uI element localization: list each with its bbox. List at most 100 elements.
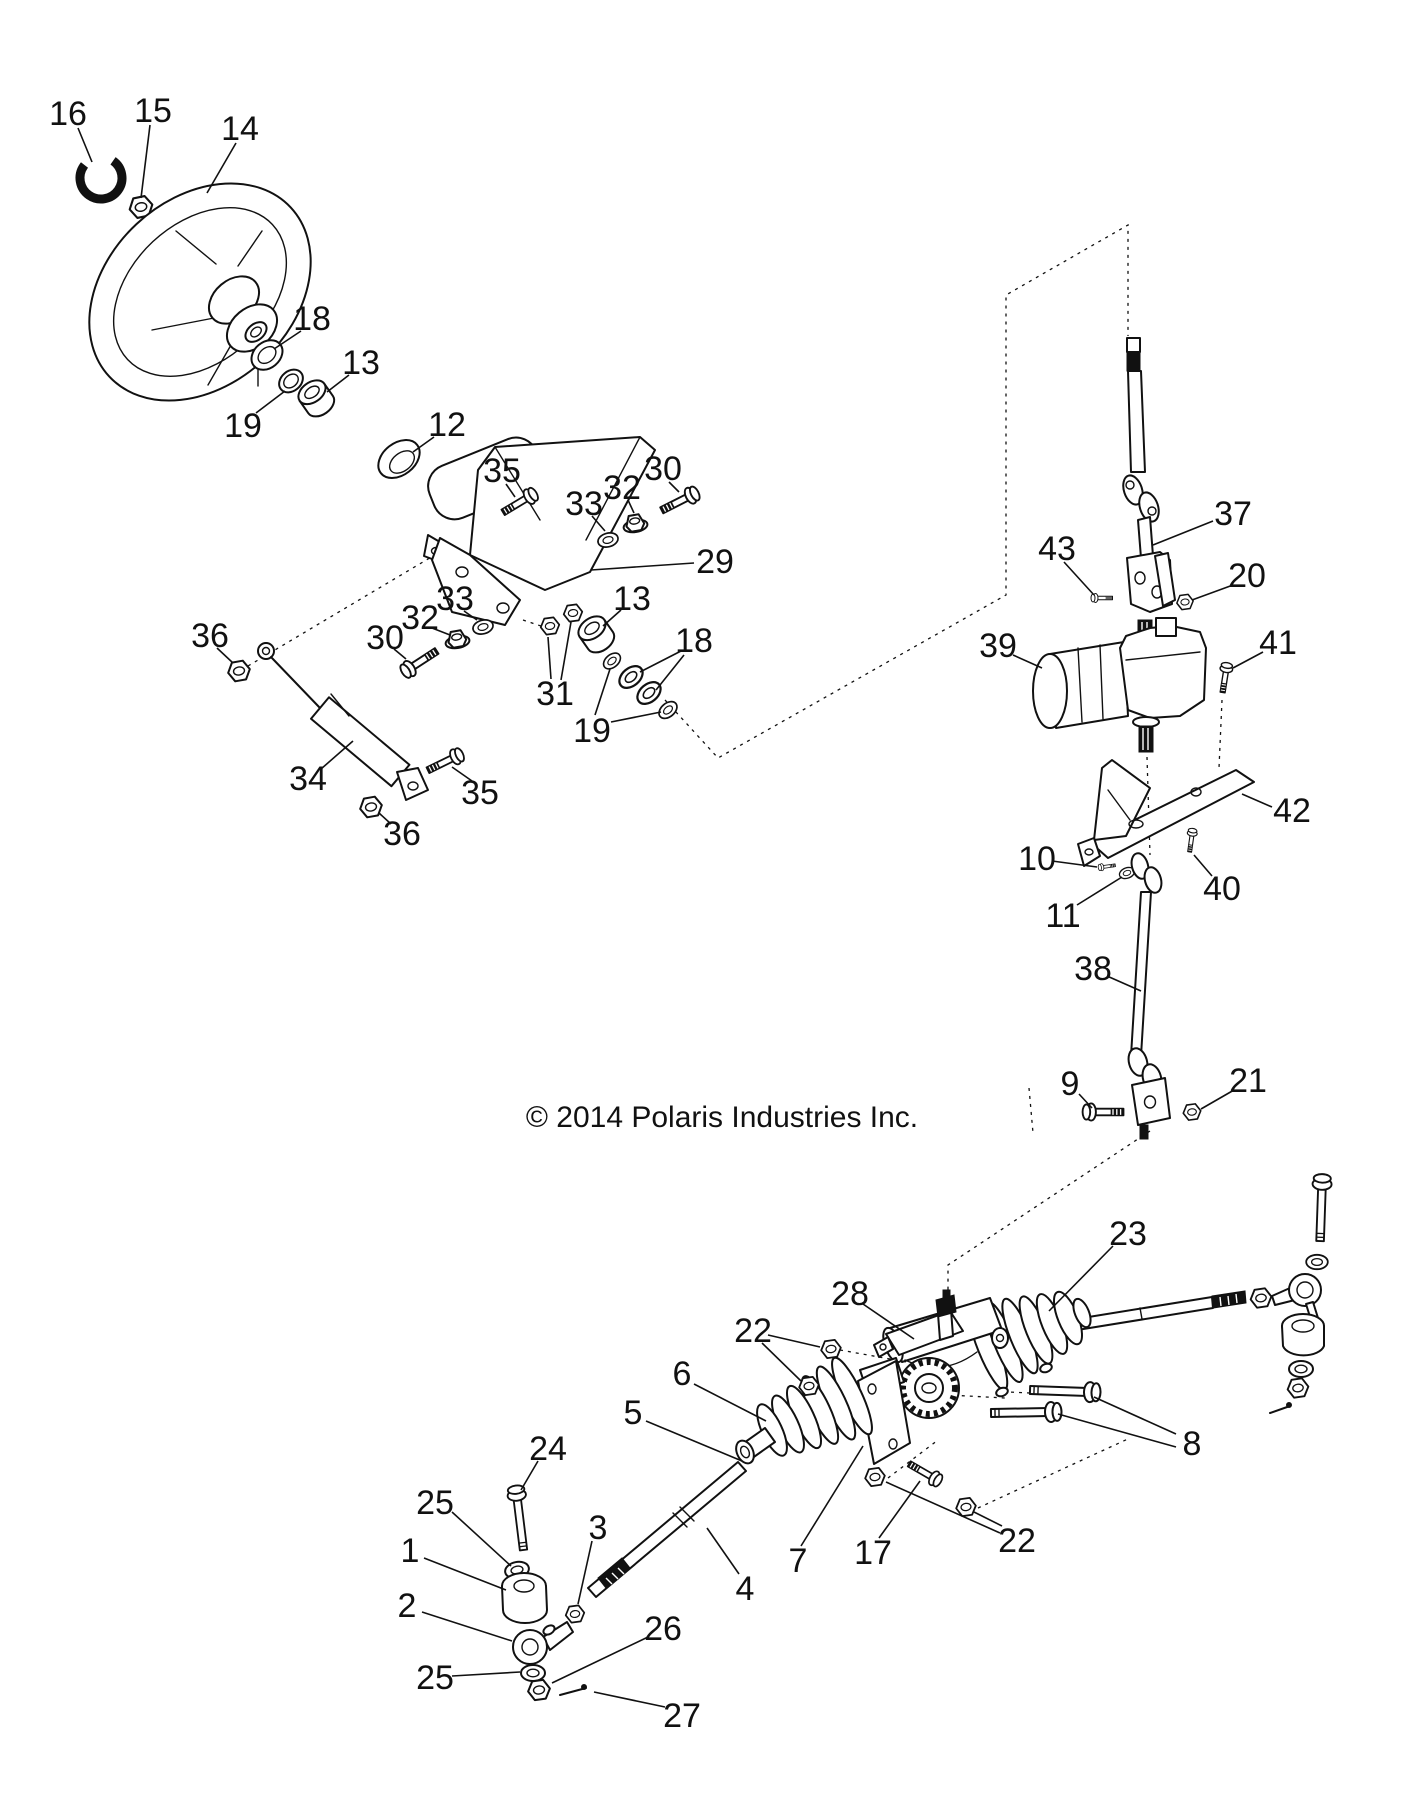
- leader-line: [1076, 876, 1123, 906]
- leader-line: [693, 1383, 767, 1422]
- column-bracket: [423, 436, 656, 626]
- bolt-8: [989, 1400, 1063, 1425]
- leader-line: [423, 1557, 507, 1591]
- callout-label-11: 11: [1045, 897, 1080, 935]
- callout-label-23: 23: [1109, 1215, 1147, 1253]
- steering-gear-group: [587, 1172, 1333, 1598]
- leader-line: [1057, 1413, 1177, 1448]
- leader-line: [627, 499, 635, 514]
- callout-label-19: 19: [224, 407, 262, 445]
- leader-line: [451, 1671, 521, 1677]
- copyright-text: © 2014 Polaris Industries Inc.: [526, 1101, 918, 1134]
- leader-line: [216, 647, 234, 664]
- callout-label-30: 30: [366, 619, 404, 657]
- bolt-9: [1081, 1102, 1125, 1122]
- lower-steering-shaft: [1127, 852, 1171, 1140]
- bolt-41: [1215, 661, 1235, 695]
- callout-label-9: 9: [1061, 1065, 1080, 1103]
- nut-3: [563, 1603, 587, 1625]
- leader-line: [1051, 860, 1098, 868]
- nut-31: [538, 615, 562, 637]
- callout-label-19: 19: [573, 712, 611, 750]
- nut-26: [525, 1678, 553, 1702]
- callout-label-8: 8: [1183, 1425, 1202, 1463]
- leader-line: [1200, 1089, 1235, 1110]
- leader-line: [593, 1691, 666, 1708]
- callout-label-36: 36: [191, 617, 229, 655]
- cotter-pin-27: [559, 1684, 587, 1696]
- leader-line: [602, 609, 622, 627]
- callout-label-31: 31: [536, 675, 574, 713]
- callout-label-43: 43: [1038, 530, 1076, 568]
- bolt-43: [1090, 593, 1113, 603]
- wheel-washer-stack: [250, 339, 421, 479]
- callout-label-24: 24: [529, 1430, 567, 1468]
- leader-line: [800, 1445, 864, 1547]
- eps-motor-assembly: [1032, 617, 1207, 753]
- callout-label-10: 10: [1018, 840, 1056, 878]
- leader-line: [591, 515, 606, 532]
- leader-line: [451, 766, 473, 782]
- callout-label-18: 18: [293, 300, 331, 338]
- callout-label-36: 36: [383, 815, 421, 853]
- construction-line: [1218, 699, 1223, 769]
- upper-steering-shaft: [1122, 337, 1176, 613]
- callout-label-16: 16: [49, 95, 87, 133]
- bolt-30-upper: [656, 483, 703, 519]
- leader-line: [451, 1511, 512, 1567]
- leader-line: [412, 436, 435, 453]
- gas-spring: [257, 642, 429, 801]
- callout-label-13: 13: [613, 580, 651, 618]
- wheel-cap: [75, 152, 127, 204]
- inner-tie-rod-4: [587, 1461, 747, 1598]
- eps-mount-bracket: [1077, 759, 1255, 867]
- callout-label-1: 1: [401, 1532, 420, 1570]
- callout-label-5: 5: [624, 1394, 643, 1432]
- leader-line: [140, 124, 151, 199]
- callout-label-40: 40: [1203, 870, 1241, 908]
- leader-line: [1063, 561, 1095, 596]
- bolt-30-lower: [396, 642, 443, 682]
- column-mount-group: [396, 436, 703, 723]
- leader-line: [393, 648, 407, 660]
- steering-wheel-group: [75, 152, 421, 479]
- leader-line: [520, 1460, 539, 1491]
- nut-36: [225, 658, 253, 684]
- callout-label-21: 21: [1229, 1062, 1267, 1100]
- leader-line: [1106, 975, 1142, 992]
- leader-line: [590, 562, 695, 571]
- leader-line: [885, 1481, 1001, 1534]
- leader-line: [505, 483, 516, 498]
- screw-10: [1097, 861, 1117, 872]
- leader-line: [255, 390, 286, 414]
- callout-label-41: 41: [1259, 624, 1297, 662]
- callout-label-37: 37: [1214, 495, 1252, 533]
- construction-line: [664, 223, 1129, 759]
- leader-line: [431, 627, 451, 636]
- right-tie-rod-end-parts: [1248, 1172, 1333, 1414]
- callout-label-32: 32: [603, 469, 641, 507]
- callout-label-25: 25: [416, 1659, 454, 1697]
- nut-31: [561, 602, 585, 624]
- leader-line: [1241, 793, 1273, 808]
- callout-label-29: 29: [696, 543, 734, 581]
- callout-label-20: 20: [1228, 557, 1266, 595]
- callout-label-35: 35: [483, 452, 521, 490]
- leader-line: [77, 127, 93, 163]
- leader-line: [655, 654, 685, 691]
- leader-line: [1232, 651, 1264, 669]
- bolt-40: [1184, 827, 1199, 854]
- leader-line: [273, 330, 302, 350]
- nut-32-lower: [442, 628, 472, 651]
- leader-line: [1191, 584, 1234, 601]
- callout-label-7: 7: [789, 1542, 808, 1580]
- callout-label-38: 38: [1074, 950, 1112, 988]
- nut-36: [357, 794, 385, 820]
- callout-label-2: 2: [398, 1587, 417, 1625]
- left-bellows-boot: [735, 1356, 873, 1465]
- construction-line: [977, 1437, 1131, 1509]
- callout-label-17: 17: [854, 1534, 892, 1572]
- clamp-28: [873, 1289, 964, 1358]
